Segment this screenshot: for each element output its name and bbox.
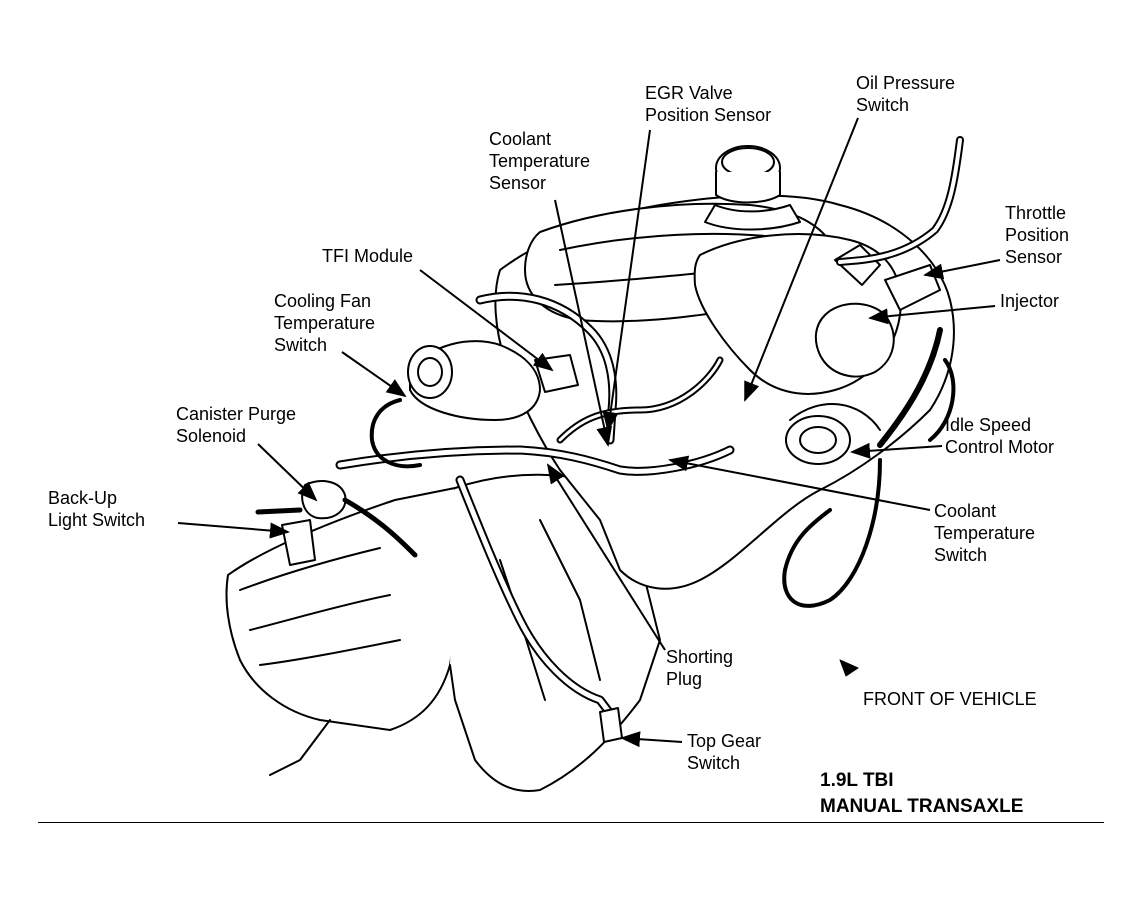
label-tfi-module: TFI Module xyxy=(322,246,414,266)
label-cooling-fan-temperature-switch: Cooling Fan Temperature Switch xyxy=(274,291,376,355)
label-coolant-temperature-switch: Coolant Temperature Switch xyxy=(934,501,1036,565)
label-shorting-plug: Shorting Plug xyxy=(666,647,734,689)
leader-cooling-fan xyxy=(341,351,407,398)
leader-shorting-plug xyxy=(546,463,666,651)
leader-tfi xyxy=(419,269,554,372)
label-canister-purge-solenoid: Canister Purge Solenoid xyxy=(176,404,297,446)
leader-coolant-switch xyxy=(668,455,931,511)
title-transmission: MANUAL TRANSAXLE xyxy=(820,796,1024,817)
label-oil-pressure-switch: Oil Pressure Switch xyxy=(856,73,956,115)
leader-coolant-sensor xyxy=(554,199,613,447)
label-coolant-temperature-sensor: Coolant Temperature Sensor xyxy=(489,129,591,193)
label-front-of-vehicle: FRONT OF VEHICLE xyxy=(863,689,1037,709)
leader-throttle-position xyxy=(923,259,1001,280)
title-engine: 1.9L TBI xyxy=(820,770,894,791)
leader-canister-purge xyxy=(257,443,318,502)
label-throttle-position-sensor: Throttle Position Sensor xyxy=(1005,203,1070,267)
leader-egr xyxy=(602,129,651,432)
leader-top-gear xyxy=(620,731,683,748)
label-idle-speed-control-motor: Idle Speed Control Motor xyxy=(945,415,1055,457)
label-top-gear-switch: Top Gear Switch xyxy=(687,731,762,773)
leader-back-up xyxy=(177,522,290,539)
label-injector: Injector xyxy=(1000,291,1060,311)
engine-illustration xyxy=(225,136,964,792)
label-back-up-light-switch: Back-Up Light Switch xyxy=(48,488,146,530)
leader-oil-pressure xyxy=(744,117,859,402)
leader-injector xyxy=(868,305,996,325)
label-egr-valve-position-sensor: EGR Valve Position Sensor xyxy=(645,83,772,125)
bottom-rule xyxy=(38,822,1104,823)
leader-idle-speed xyxy=(850,442,943,459)
leader-lines xyxy=(177,117,1001,748)
